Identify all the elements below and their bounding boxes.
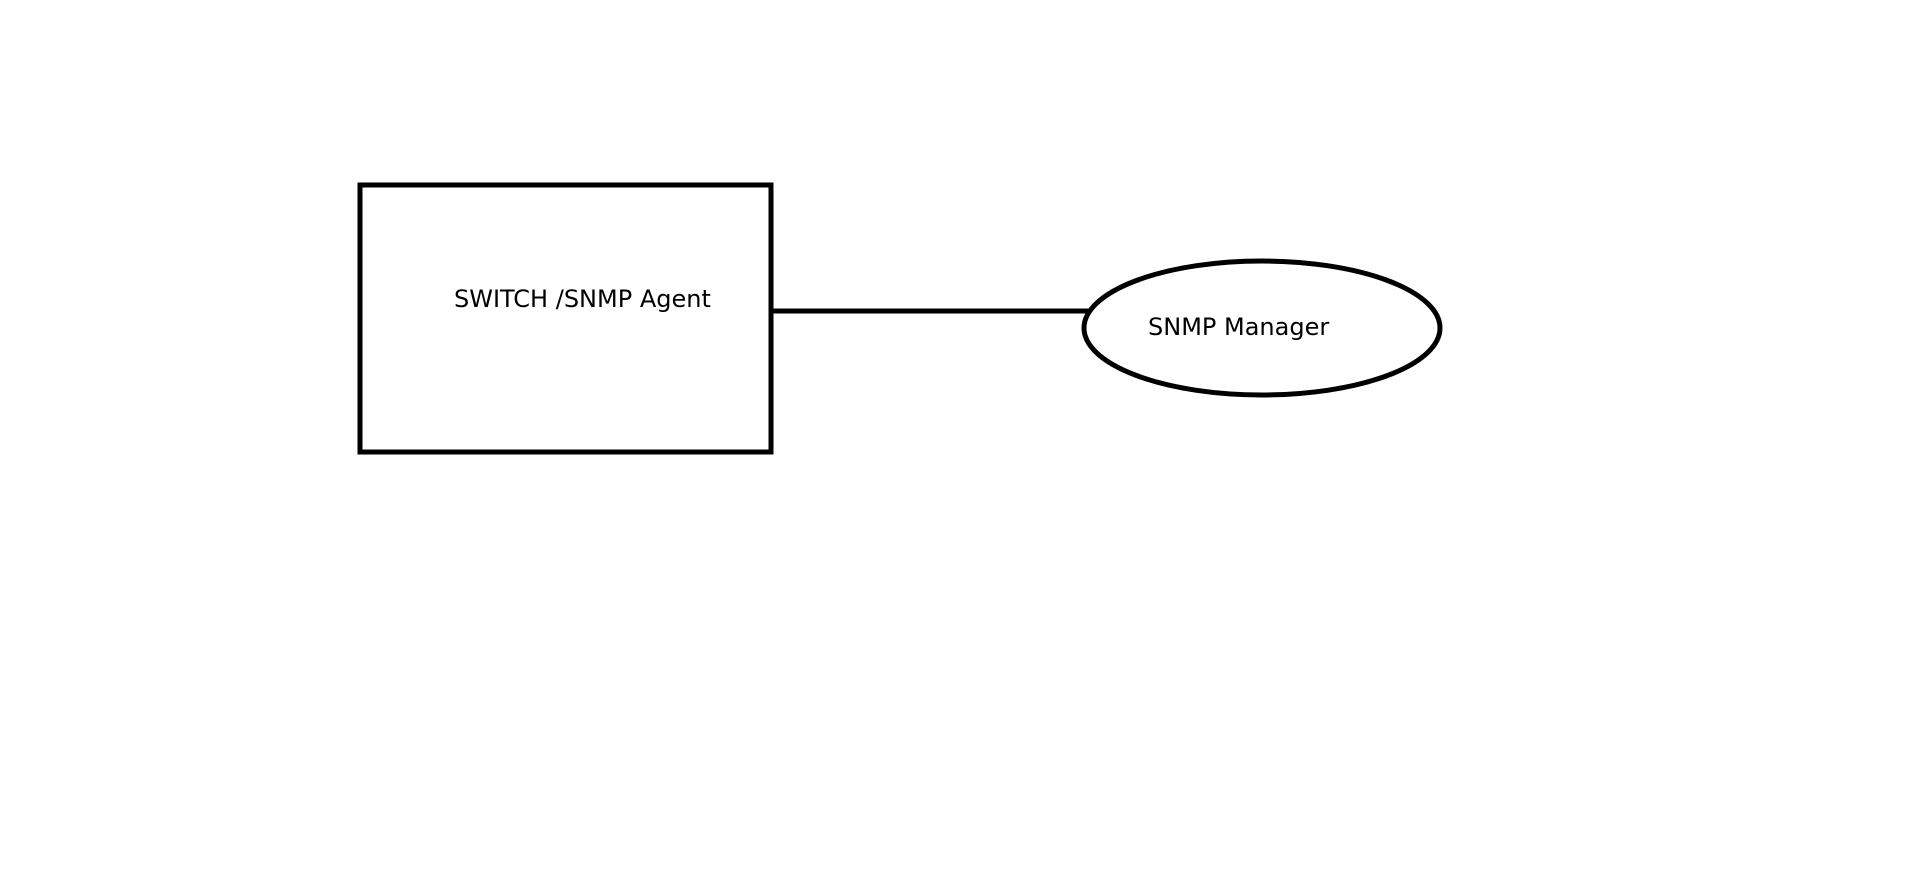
switch-agent-label: SWITCH /SNMP Agent [454,285,711,313]
snmp-manager-label: SNMP Manager [1148,313,1329,341]
snmp-manager-node[interactable]: SNMP Manager [1081,258,1443,398]
snmp-manager-ellipse [1081,258,1443,398]
switch-agent-node[interactable]: SWITCH /SNMP Agent [357,182,774,455]
switch-agent-box [357,182,774,455]
